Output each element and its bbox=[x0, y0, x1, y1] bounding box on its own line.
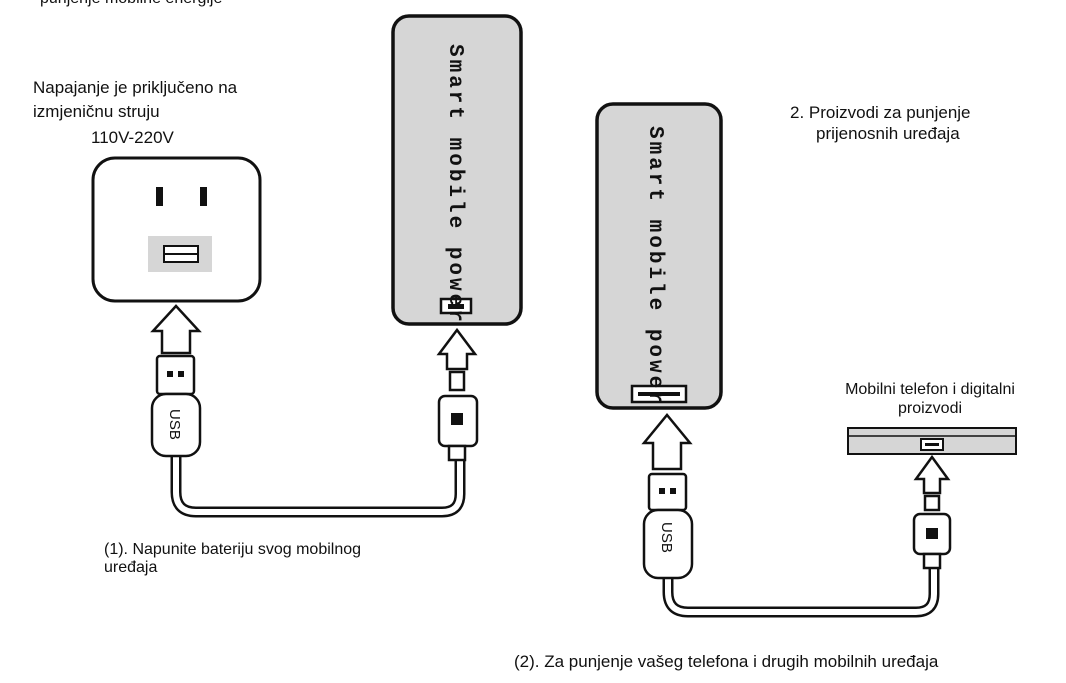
section2-heading-line1: 2. Proizvodi za punjenje bbox=[790, 103, 971, 122]
powerbank-1 bbox=[391, 14, 523, 326]
arrow-up-device bbox=[913, 454, 951, 495]
usb-body-2 bbox=[642, 508, 694, 580]
section2-heading-line2: prijenosnih uređaja bbox=[816, 124, 960, 143]
arrow-up-adapter bbox=[150, 304, 202, 355]
cable-2 bbox=[641, 413, 952, 618]
prong-right bbox=[200, 187, 207, 206]
powerbank-2-label: Smart mobile power bbox=[643, 126, 666, 407]
usb-a-plug-1 bbox=[155, 354, 196, 396]
micro-usb-tip-2 bbox=[923, 494, 941, 512]
usb-a-plug-2 bbox=[647, 472, 688, 512]
caption-2: (2). Za punjenje vašeg telefona i drugih… bbox=[514, 652, 939, 671]
powerbank-1-label: Smart mobile power bbox=[443, 44, 466, 325]
prong-left bbox=[156, 187, 163, 206]
arrow-up-powerbank-1 bbox=[436, 327, 478, 371]
header-text: punjenje mobilne energije bbox=[40, 0, 222, 9]
device-label-line1: Mobilni telefon i digitalni bbox=[845, 381, 1015, 398]
cable-1 bbox=[150, 304, 479, 518]
adapter-text-line2: izmjeničnu struju bbox=[33, 102, 160, 121]
usb-label-2: USB bbox=[658, 522, 675, 553]
powerbank-2 bbox=[595, 102, 723, 410]
wall-adapter bbox=[91, 156, 262, 303]
caption-1-line2: uređaja bbox=[104, 559, 158, 576]
usb-label-1: USB bbox=[166, 409, 183, 440]
usb-body-1 bbox=[150, 392, 202, 458]
voltage-label: 110V-220V bbox=[91, 128, 174, 147]
caption-1-line1: (1). Napunite bateriju svog mobilnog bbox=[104, 541, 362, 558]
device-label-line2: proizvodi bbox=[897, 400, 963, 417]
mobile-device bbox=[847, 427, 1017, 455]
micro-usb-tip-1 bbox=[448, 370, 466, 392]
arrow-up-powerbank-2 bbox=[641, 413, 693, 471]
adapter-text-line1: Napajanje je priključeno na bbox=[33, 78, 238, 97]
